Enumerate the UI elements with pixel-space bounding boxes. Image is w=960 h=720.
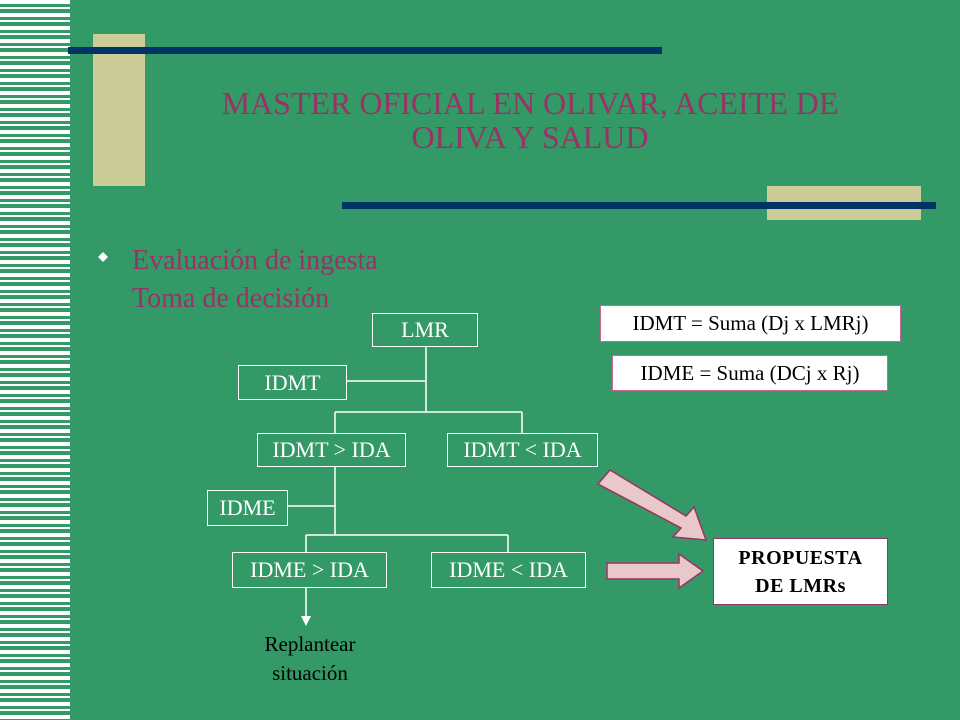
tan-block-top [93, 34, 145, 186]
formula-idme: IDME = Suma (DCj x Rj) [612, 355, 888, 391]
proposal-line-2: DE LMRs [755, 574, 846, 597]
idmt-box: IDMT [238, 365, 347, 400]
block-arrow-right-icon [606, 552, 705, 590]
block-arrow-diagonal-icon [596, 469, 708, 541]
formula-idmt: IDMT = Suma (Dj x LMRj) [600, 305, 901, 342]
idme-less-ida-box: IDME < IDA [431, 552, 586, 588]
lmr-box: LMR [372, 313, 478, 347]
slide-title: MASTER OFICIAL EN OLIVAR, ACEITE DE OLIV… [150, 86, 910, 154]
propuesta-lmrs-box: PROPUESTA DE LMRs [713, 538, 888, 605]
navy-bar-right [342, 202, 936, 209]
title-line-2: OLIVA Y SALUD [411, 119, 649, 155]
diamond-bullet-icon [98, 252, 108, 262]
idmt-less-ida-box: IDMT < IDA [447, 433, 598, 467]
idmt-greater-ida-box: IDMT > IDA [257, 433, 406, 467]
striped-sidebar [0, 0, 70, 720]
proposal-line-1: PROPUESTA [738, 546, 863, 569]
idme-greater-ida-box: IDME > IDA [232, 552, 387, 588]
bullet-line-2: Toma de decisión [132, 283, 330, 314]
arrow-down-icon [301, 616, 311, 626]
outcome-line-1: Replantear [264, 632, 356, 656]
replantear-situacion-text: Replantear situación [230, 630, 390, 688]
title-line-1: MASTER OFICIAL EN OLIVAR, ACEITE DE [221, 85, 839, 121]
outcome-line-2: situación [272, 661, 348, 685]
bullet-text: Evaluación de ingesta Toma de decisión [132, 242, 378, 318]
idme-box: IDME [207, 490, 288, 526]
bullet-line-1: Evaluación de ingesta [132, 245, 378, 276]
navy-bar-top [68, 47, 662, 54]
